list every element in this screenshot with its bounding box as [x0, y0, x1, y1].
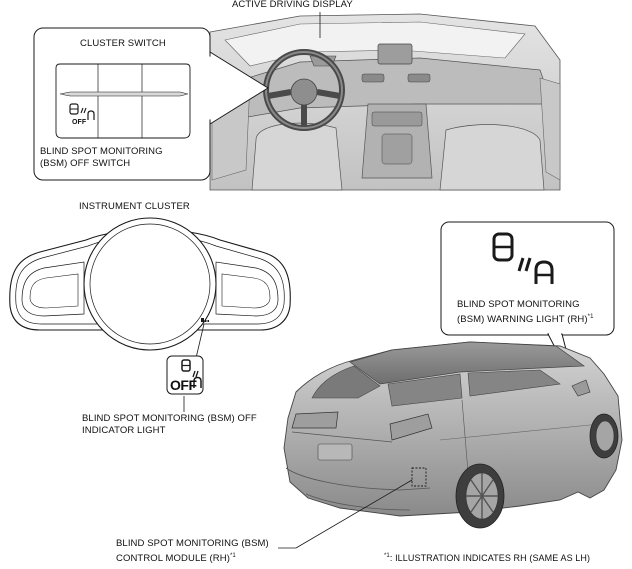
- cluster-switch-callout: [33, 27, 269, 181]
- footnote-text: : ILLUSTRATION INDICATES RH (SAME AS LH): [389, 553, 591, 563]
- bsm-warning-light-label-line1: BLIND SPOT MONITORING: [457, 299, 580, 310]
- instrument-cluster-label: INSTRUMENT CLUSTER: [79, 201, 190, 212]
- bsm-off-switch-label-line2: (BSM) OFF SWITCH: [40, 158, 131, 169]
- bsm-off-icon-text: OFF: [170, 377, 197, 393]
- bsm-off-switch-label-line1: BLIND SPOT MONITORING: [40, 146, 163, 157]
- footnote: *1: ILLUSTRATION INDICATES RH (SAME AS L…: [384, 550, 590, 564]
- switch-bsm-icon: [69, 103, 95, 120]
- car-interior-illustration: [209, 13, 561, 191]
- active-driving-display-label: ACTIVE DRIVING DISPLAY: [232, 0, 353, 10]
- cluster-switch-label: CLUSTER SWITCH: [80, 38, 166, 49]
- control-module-text: CONTROL MODULE (RH): [116, 553, 230, 564]
- bsm-off-indicator-callout: [166, 355, 204, 395]
- warning-light-text: (BSM) WARNING LIGHT (RH): [457, 314, 588, 325]
- bsm-control-module-label-line1: BLIND SPOT MONITORING (BSM): [116, 538, 269, 549]
- control-module-footnote-mark: *1: [229, 553, 236, 559]
- car-exterior-illustration: [283, 341, 623, 529]
- bsm-off-indicator-label-line2: INDICATOR LIGHT: [82, 425, 166, 436]
- bsm-control-module-label-line2: CONTROL MODULE (RH)*1: [116, 550, 236, 565]
- bsm-warning-light-label-line2: (BSM) WARNING LIGHT (RH)*1: [457, 311, 594, 326]
- car-with-radar-waves-icon: [492, 232, 554, 284]
- bsm-off-indicator-label-line1: BLIND SPOT MONITORING (BSM) OFF: [82, 413, 257, 424]
- footnote-mark: *1: [384, 553, 390, 559]
- switch-off-text: OFF: [72, 119, 87, 126]
- instrument-cluster-illustration: [9, 217, 291, 351]
- warning-light-footnote-mark: *1: [587, 314, 594, 320]
